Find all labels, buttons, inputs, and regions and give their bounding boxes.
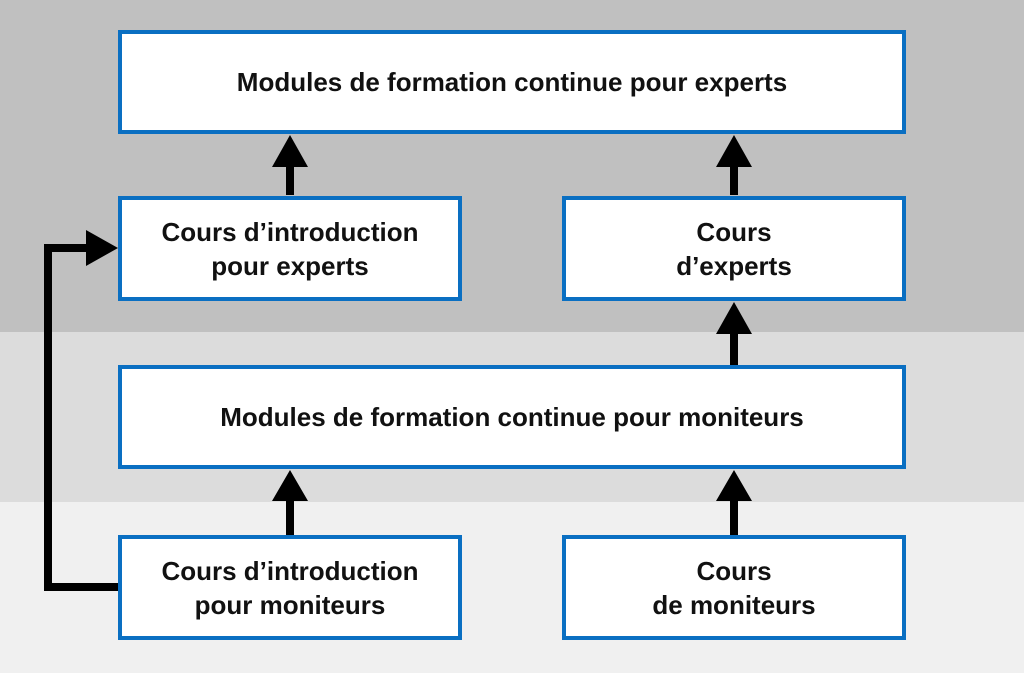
intro-course-experts-text: Cours d’introduction pour experts	[161, 215, 418, 283]
intro-course-moniteurs-line1: Cours d’introduction	[161, 555, 419, 586]
intro-course-experts-line2: pour experts	[211, 250, 369, 281]
moniteurs-continuing-modules-box: Modules de formation continue pour monit…	[118, 365, 906, 469]
arrow-moniteurs-course-to-moniteurs-modules	[716, 470, 752, 535]
arrow-moniteurs-modules-to-experts-course	[716, 302, 752, 365]
moniteurs-continuing-modules-label: Modules de formation continue pour monit…	[220, 402, 804, 432]
moniteurs-course-text: Cours de moniteurs	[652, 554, 815, 622]
intro-course-moniteurs-line2: pour moniteurs	[194, 589, 386, 620]
moniteurs-course-line2: de moniteurs	[652, 589, 816, 620]
intro-course-moniteurs-box: Cours d’introduction pour moniteurs	[118, 535, 462, 640]
arrow-experts-course-to-experts-modules	[716, 135, 752, 195]
arrow-intro-moniteurs-to-moniteurs-modules	[272, 470, 308, 535]
moniteurs-course-line1: Cours	[696, 555, 772, 586]
intro-course-moniteurs-text: Cours d’introduction pour moniteurs	[161, 554, 418, 622]
experts-course-text: Cours d’experts	[676, 215, 792, 283]
arrow-intro-moniteurs-to-intro-experts	[44, 230, 118, 591]
experts-course-line1: Cours	[696, 216, 772, 247]
experts-course-line2: d’experts	[676, 250, 792, 281]
experts-continuing-modules-label: Modules de formation continue pour exper…	[236, 67, 788, 97]
intro-course-experts-box: Cours d’introduction pour experts	[118, 196, 462, 301]
experts-course-box: Cours d’experts	[562, 196, 906, 301]
arrow-intro-experts-to-experts-modules	[272, 135, 308, 195]
experts-continuing-modules-box: Modules de formation continue pour exper…	[118, 30, 906, 134]
moniteurs-course-box: Cours de moniteurs	[562, 535, 906, 640]
intro-course-experts-line1: Cours d’introduction	[161, 216, 419, 247]
